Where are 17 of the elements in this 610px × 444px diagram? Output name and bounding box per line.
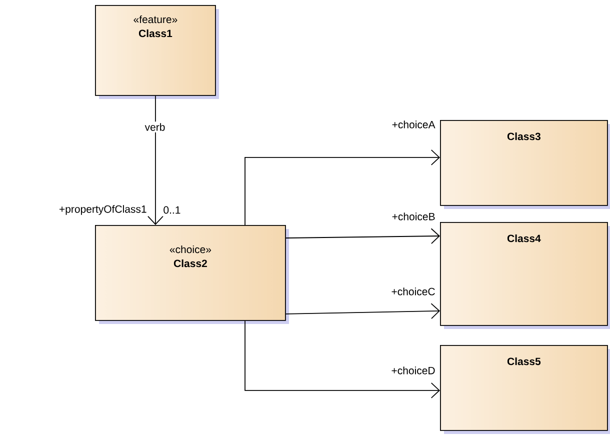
arrow <box>244 320 440 398</box>
edge-label: +choiceA <box>392 120 436 128</box>
edge-label: +choiceB <box>392 212 435 220</box>
edge-label: +choiceC <box>392 288 435 296</box>
class-box: Class4 <box>440 222 610 329</box>
role-label: +propertyOfClass1 <box>60 205 146 215</box>
class-box: «feature» Class1 <box>95 5 219 99</box>
arrow <box>244 150 440 226</box>
arrow <box>148 95 164 225</box>
edge-label: verb <box>143 122 167 132</box>
arrow <box>285 228 440 244</box>
class-box: Class3 <box>440 120 610 209</box>
edge-label: +choiceD <box>392 366 435 374</box>
role-label: 0..1 <box>164 206 180 214</box>
class-box: Class5 <box>440 345 610 434</box>
arrow <box>285 303 440 319</box>
class-box: «choice» Class2 <box>95 225 289 324</box>
